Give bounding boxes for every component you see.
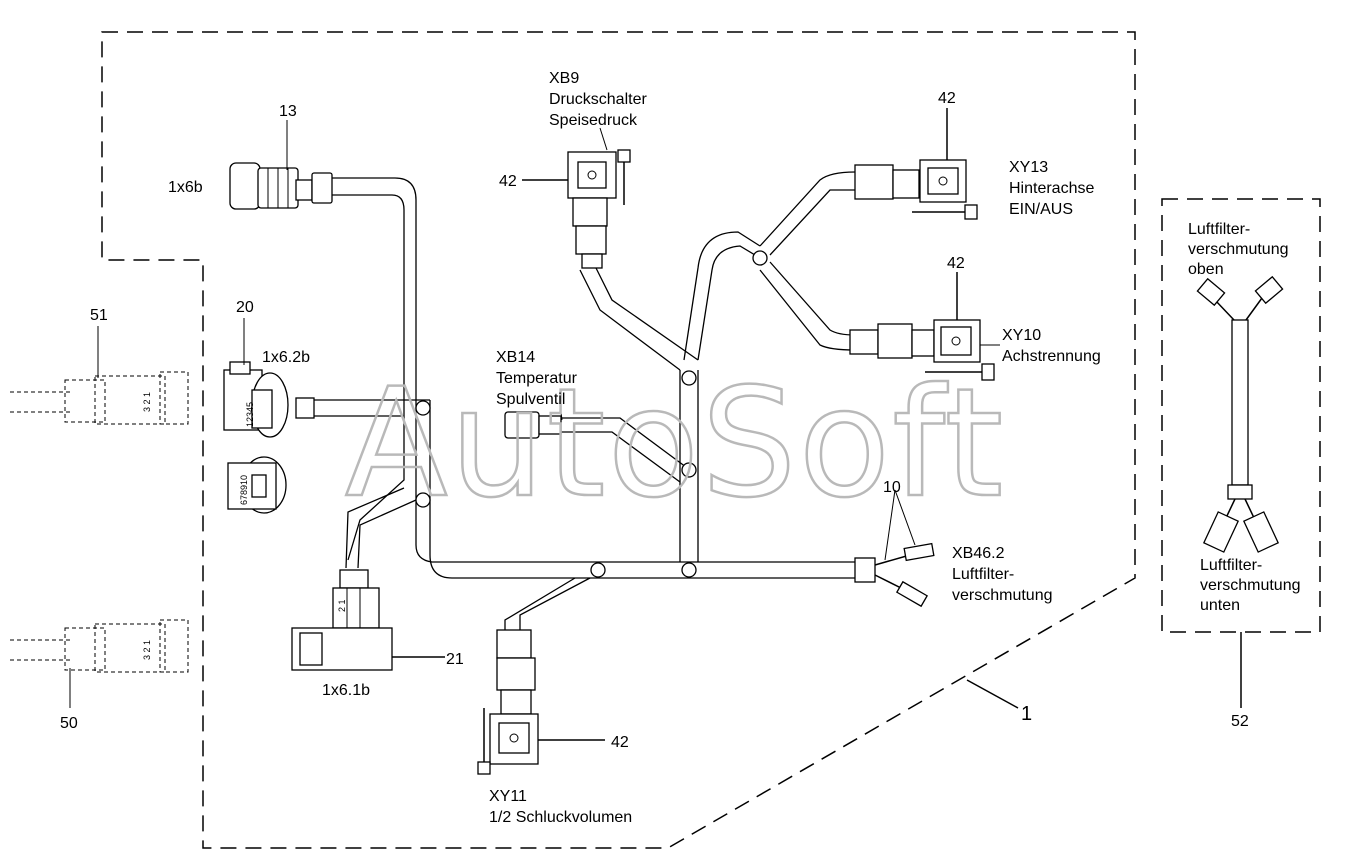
clip: [681, 370, 697, 386]
clip: [590, 562, 606, 578]
svg-text:Luftfilter-: Luftfilter-: [1200, 557, 1262, 574]
callouts: 13 20 51 50 21 42 42 42 42 10 1 52: [60, 90, 1249, 751]
assembly-boundary: [101, 31, 1136, 849]
item-52-harness: [1196, 275, 1284, 708]
callout-42-xb9: 42: [499, 173, 517, 190]
callout-42-xy11: 42: [611, 734, 629, 751]
clip: [415, 400, 431, 416]
svg-text:Speisedruck: Speisedruck: [549, 112, 638, 129]
label-luftfilter-oben: Luftfilter- verschmutung oben: [1188, 221, 1289, 278]
connector-20: [223, 318, 315, 514]
label-xb462: XB46.2 Luftfilter- verschmutung: [952, 545, 1053, 604]
label-luftfilter-unten: Luftfilter- verschmutung unten: [1200, 557, 1301, 614]
item-52-boundary: [1161, 198, 1321, 633]
svg-text:XB9: XB9: [549, 70, 579, 87]
connector-21: [291, 569, 445, 671]
callout-51: 51: [90, 307, 108, 324]
connector-xy10: [849, 272, 1000, 381]
label-xy13: XY13 Hinterachse EIN/AUS: [1009, 159, 1094, 218]
connector-xb462: [854, 489, 935, 608]
label-1x6-2b: 1x6.2b: [262, 349, 310, 366]
svg-text:XY10: XY10: [1002, 327, 1041, 344]
label-1x6-1b: 1x6.1b: [322, 682, 370, 699]
svg-text:XY13: XY13: [1009, 159, 1048, 176]
svg-text:XB14: XB14: [496, 349, 535, 366]
connector-xy11: [477, 629, 605, 775]
svg-text:Spulventil: Spulventil: [496, 391, 565, 408]
svg-text:verschmutung: verschmutung: [1200, 577, 1301, 594]
callout-13: 13: [279, 103, 297, 120]
svg-text:oben: oben: [1188, 261, 1224, 278]
harness-cables: [312, 171, 860, 630]
svg-text:XB46.2: XB46.2: [952, 545, 1005, 562]
svg-text:Luftfilter-: Luftfilter-: [1188, 221, 1250, 238]
connector-50: [10, 619, 189, 708]
svg-text:Temperatur: Temperatur: [496, 370, 578, 387]
leader-lines: [966, 679, 1019, 709]
callout-50: 50: [60, 715, 78, 732]
label-1x6b: 1x6b: [168, 179, 203, 196]
pins-321-50: 3 2 1: [142, 640, 152, 660]
connector-xb14: [504, 404, 563, 439]
svg-text:Luftfilter-: Luftfilter-: [952, 566, 1014, 583]
svg-text:verschmutung: verschmutung: [952, 587, 1053, 604]
pins-21: 2 1: [337, 599, 347, 612]
clip: [415, 492, 431, 508]
callout-10: 10: [883, 479, 901, 496]
callout-42-xy10: 42: [947, 255, 965, 272]
clip: [752, 250, 768, 266]
callout-1: 1: [1021, 703, 1032, 725]
svg-text:Achstrennung: Achstrennung: [1002, 348, 1101, 365]
pins-12345: 12345: [245, 402, 255, 427]
callout-42-xy13: 42: [938, 90, 956, 107]
watermark: AutoSoft: [345, 357, 1005, 531]
connector-13: [229, 120, 333, 210]
svg-text:XY11: XY11: [489, 788, 527, 805]
label-xy11: XY11 1/2 Schluckvolumen: [489, 788, 632, 826]
connector-xy13: [854, 108, 978, 220]
harness-clips: [415, 250, 768, 578]
callout-52: 52: [1231, 713, 1249, 730]
connector-designations: 1x6b 1x6.2b 1x6.1b: [168, 179, 370, 699]
pin-marks: 12345 678910 2 1 3 2 1 3 2 1: [142, 392, 347, 660]
pins-678910: 678910: [239, 475, 249, 505]
label-xb14: XB14 Temperatur Spulventil: [496, 349, 578, 408]
label-xb9: XB9 Druckschalter Speisedruck: [549, 70, 647, 129]
callout-20: 20: [236, 299, 254, 316]
svg-text:unten: unten: [1200, 597, 1240, 614]
svg-text:Hinterachse: Hinterachse: [1009, 180, 1094, 197]
svg-text:1/2 Schluckvolumen: 1/2 Schluckvolumen: [489, 809, 632, 826]
connector-xb9: [522, 127, 631, 269]
clip: [681, 562, 697, 578]
clip: [681, 462, 697, 478]
svg-text:Druckschalter: Druckschalter: [549, 91, 647, 108]
pins-321-51: 3 2 1: [142, 392, 152, 412]
label-xy10: XY10 Achstrennung: [1002, 327, 1101, 365]
callout-21: 21: [446, 651, 464, 668]
svg-text:verschmutung: verschmutung: [1188, 241, 1289, 258]
svg-text:EIN/AUS: EIN/AUS: [1009, 201, 1073, 218]
connector-51: [10, 326, 189, 425]
